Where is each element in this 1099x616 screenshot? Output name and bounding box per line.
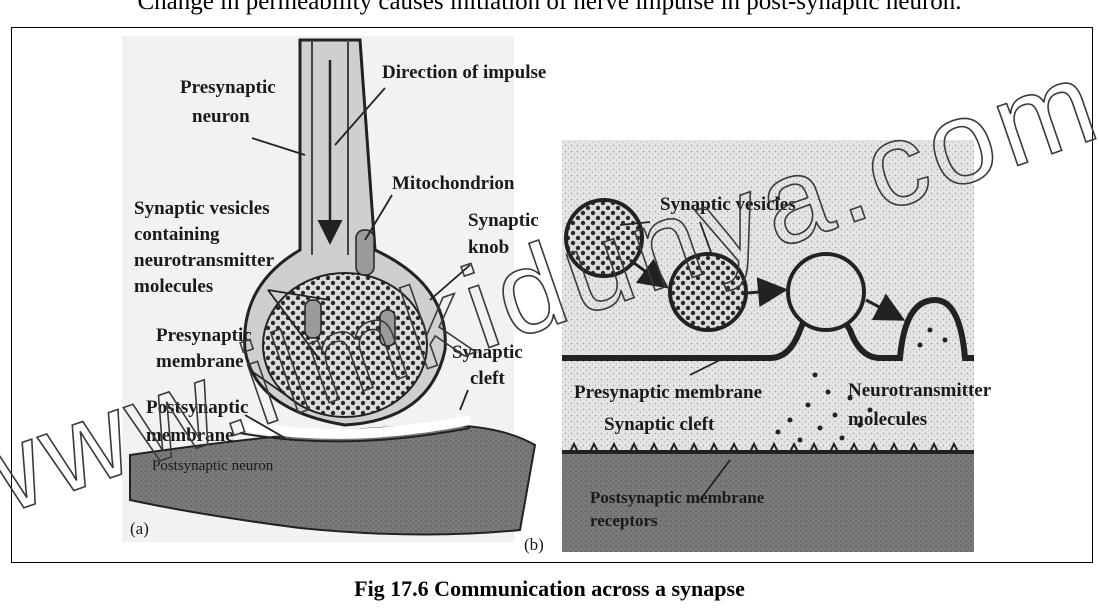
label-vesicles-1: Synaptic vesicles xyxy=(134,198,270,219)
label-presynaptic-neuron-1: Presynaptic xyxy=(180,77,276,98)
label-b-presynaptic-membrane: Presynaptic membrane xyxy=(574,382,762,403)
panel-a-tag: (a) xyxy=(130,519,149,538)
label-mitochondrion: Mitochondrion xyxy=(392,173,515,194)
mitochondrion-shape xyxy=(356,230,374,275)
label-postsynaptic-receptors-2: receptors xyxy=(590,511,658,530)
label-direction-of-impulse: Direction of impulse xyxy=(382,62,546,83)
label-vesicles-3: neurotransmitter xyxy=(134,250,275,271)
label-presynaptic-neuron-2: neuron xyxy=(192,106,250,127)
panel-b-tag: (b) xyxy=(524,535,544,554)
label-neurotransmitter-2: molecules xyxy=(848,409,927,430)
label-postsynaptic-receptors-1: Postsynaptic membrane xyxy=(590,488,765,507)
label-vesicles-4: molecules xyxy=(134,276,213,297)
figure-caption: Fig 17.6 Communication across a synapse xyxy=(0,576,1099,602)
label-neurotransmitter-1: Neurotransmitter xyxy=(848,380,992,401)
label-vesicles-2: containing xyxy=(134,224,220,245)
label-b-synaptic-cleft: Synaptic cleft xyxy=(604,414,715,435)
